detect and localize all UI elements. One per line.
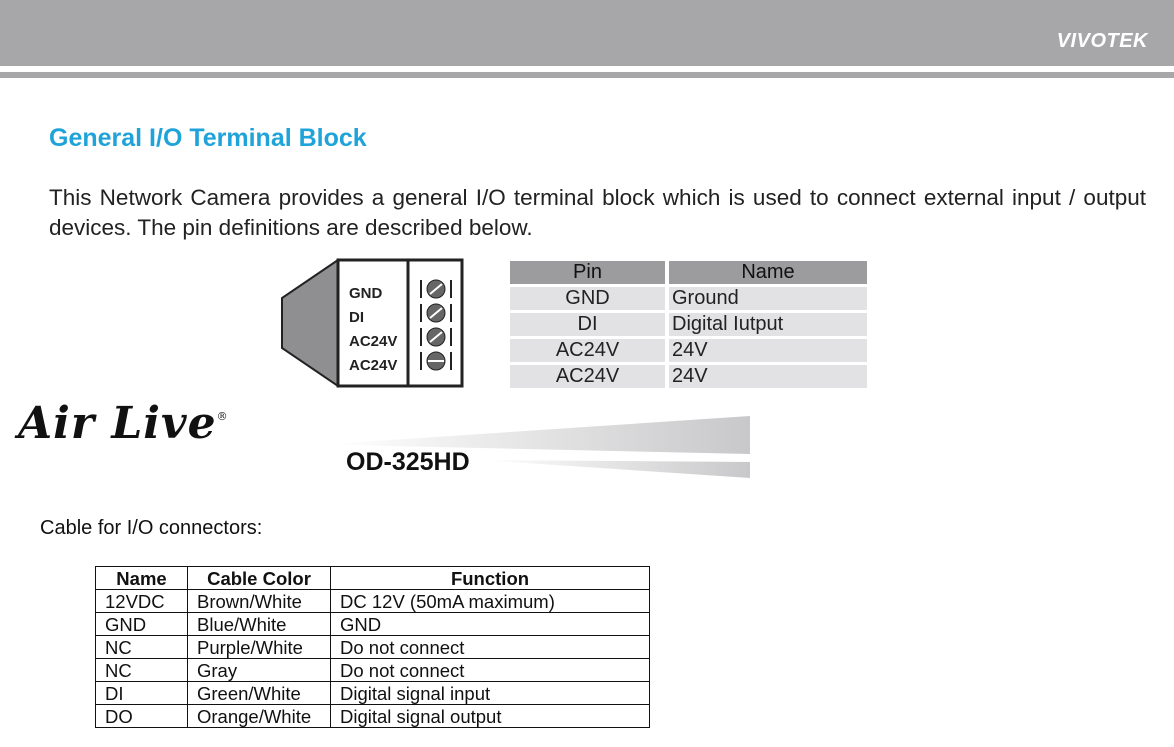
pin-definition-table: Pin Name GND Ground DI Digital Iutput AC… bbox=[506, 258, 871, 391]
section-title: General I/O Terminal Block bbox=[49, 124, 367, 152]
header-bar: VIVOTEK bbox=[0, 0, 1174, 66]
pin-table-header: Pin Name bbox=[510, 261, 867, 284]
swoosh-graphic bbox=[330, 416, 750, 478]
table-row: GND Ground bbox=[510, 287, 867, 310]
pin-header-name: Name bbox=[669, 261, 867, 284]
table-row: NC Gray Do not connect bbox=[95, 658, 650, 682]
cable-color-cell: Orange/White bbox=[187, 704, 331, 728]
terminal-label-ac24v-1: AC24V bbox=[349, 333, 398, 350]
header-divider bbox=[0, 72, 1174, 78]
name-cell: Ground bbox=[669, 287, 867, 310]
table-row: DI Digital Iutput bbox=[510, 313, 867, 336]
table-row: NC Purple/White Do not connect bbox=[95, 635, 650, 659]
terminal-block-diagram bbox=[281, 258, 464, 388]
logo-text: Air Live bbox=[18, 398, 217, 449]
table-row: 12VDC Brown/White DC 12V (50mA maximum) bbox=[95, 589, 650, 613]
table-row: AC24V 24V bbox=[510, 339, 867, 362]
table-row: AC24V 24V bbox=[510, 365, 867, 388]
pin-cell: GND bbox=[510, 287, 665, 310]
cable-header-function: Function bbox=[330, 566, 650, 590]
cable-function-cell: Do not connect bbox=[330, 635, 650, 659]
table-row: DI Green/White Digital signal input bbox=[95, 681, 650, 705]
table-row: DO Orange/White Digital signal output bbox=[95, 704, 650, 728]
cable-name-cell: NC bbox=[95, 635, 188, 659]
cable-name-cell: 12VDC bbox=[95, 589, 188, 613]
screw-terminals bbox=[420, 279, 452, 371]
cable-color-cell: Gray bbox=[187, 658, 331, 682]
pin-cell: AC24V bbox=[510, 365, 665, 388]
cable-function-cell: DC 12V (50mA maximum) bbox=[330, 589, 650, 613]
pin-header-pin: Pin bbox=[510, 261, 665, 284]
cable-name-cell: DO bbox=[95, 704, 188, 728]
cable-caption: Cable for I/O connectors: bbox=[40, 517, 263, 539]
cable-header-color: Cable Color bbox=[187, 566, 331, 590]
cable-function-cell: Do not connect bbox=[330, 658, 650, 682]
name-cell: 24V bbox=[669, 365, 867, 388]
cable-color-cell: Brown/White bbox=[187, 589, 331, 613]
brand-name: VIVOTEK bbox=[1056, 30, 1148, 52]
cable-table-header: Name Cable Color Function bbox=[95, 566, 650, 590]
cable-function-cell: Digital signal output bbox=[330, 704, 650, 728]
cable-table: Name Cable Color Function 12VDC Brown/Wh… bbox=[95, 566, 650, 728]
cable-name-cell: DI bbox=[95, 681, 188, 705]
terminal-label-di: DI bbox=[349, 309, 364, 326]
name-cell: Digital Iutput bbox=[669, 313, 867, 336]
cable-name-cell: GND bbox=[95, 612, 188, 636]
terminal-label-gnd: GND bbox=[349, 285, 383, 302]
pin-cell: AC24V bbox=[510, 339, 665, 362]
name-cell: 24V bbox=[669, 339, 867, 362]
cable-color-cell: Blue/White bbox=[187, 612, 331, 636]
cable-color-cell: Green/White bbox=[187, 681, 331, 705]
airlive-logo: Air Live® bbox=[18, 398, 229, 449]
table-row: GND Blue/White GND bbox=[95, 612, 650, 636]
cable-name-cell: NC bbox=[95, 658, 188, 682]
cable-function-cell: GND bbox=[330, 612, 650, 636]
registered-mark: ® bbox=[216, 410, 229, 423]
cable-function-cell: Digital signal input bbox=[330, 681, 650, 705]
intro-paragraph: This Network Camera provides a general I… bbox=[49, 185, 1146, 240]
terminal-label-ac24v-2: AC24V bbox=[349, 357, 398, 374]
cable-header-name: Name bbox=[95, 566, 188, 590]
cable-color-cell: Purple/White bbox=[187, 635, 331, 659]
pin-cell: DI bbox=[510, 313, 665, 336]
model-number: OD-325HD bbox=[346, 448, 470, 476]
